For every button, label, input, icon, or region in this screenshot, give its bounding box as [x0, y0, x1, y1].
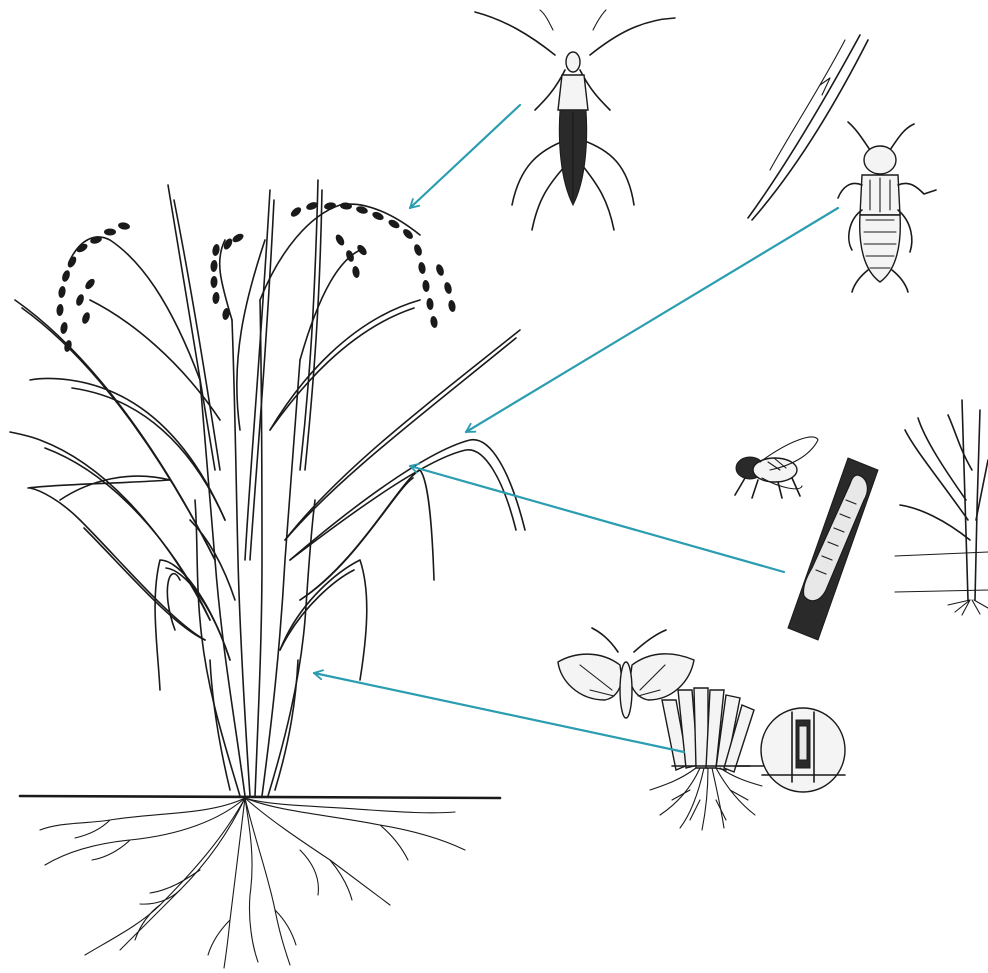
rice-plant-icon: [10, 180, 525, 968]
soil-line: [20, 796, 500, 798]
fly-icon: [735, 437, 818, 498]
leaves: [10, 180, 525, 690]
panicles: [56, 201, 456, 380]
seedling-icon: [895, 400, 988, 615]
leaf-blade-icon: [748, 35, 868, 220]
stems: [195, 300, 315, 796]
arrow-panicle: [410, 105, 520, 208]
arrow-leaf: [466, 208, 838, 432]
tiller-base-icon: [650, 688, 768, 830]
roots: [40, 798, 465, 968]
larva-in-stem-icon: [788, 458, 878, 640]
magnifier-icon: [761, 708, 845, 792]
mole-cricket-icon: [838, 122, 936, 292]
arrow-upper-stem: [410, 466, 784, 572]
